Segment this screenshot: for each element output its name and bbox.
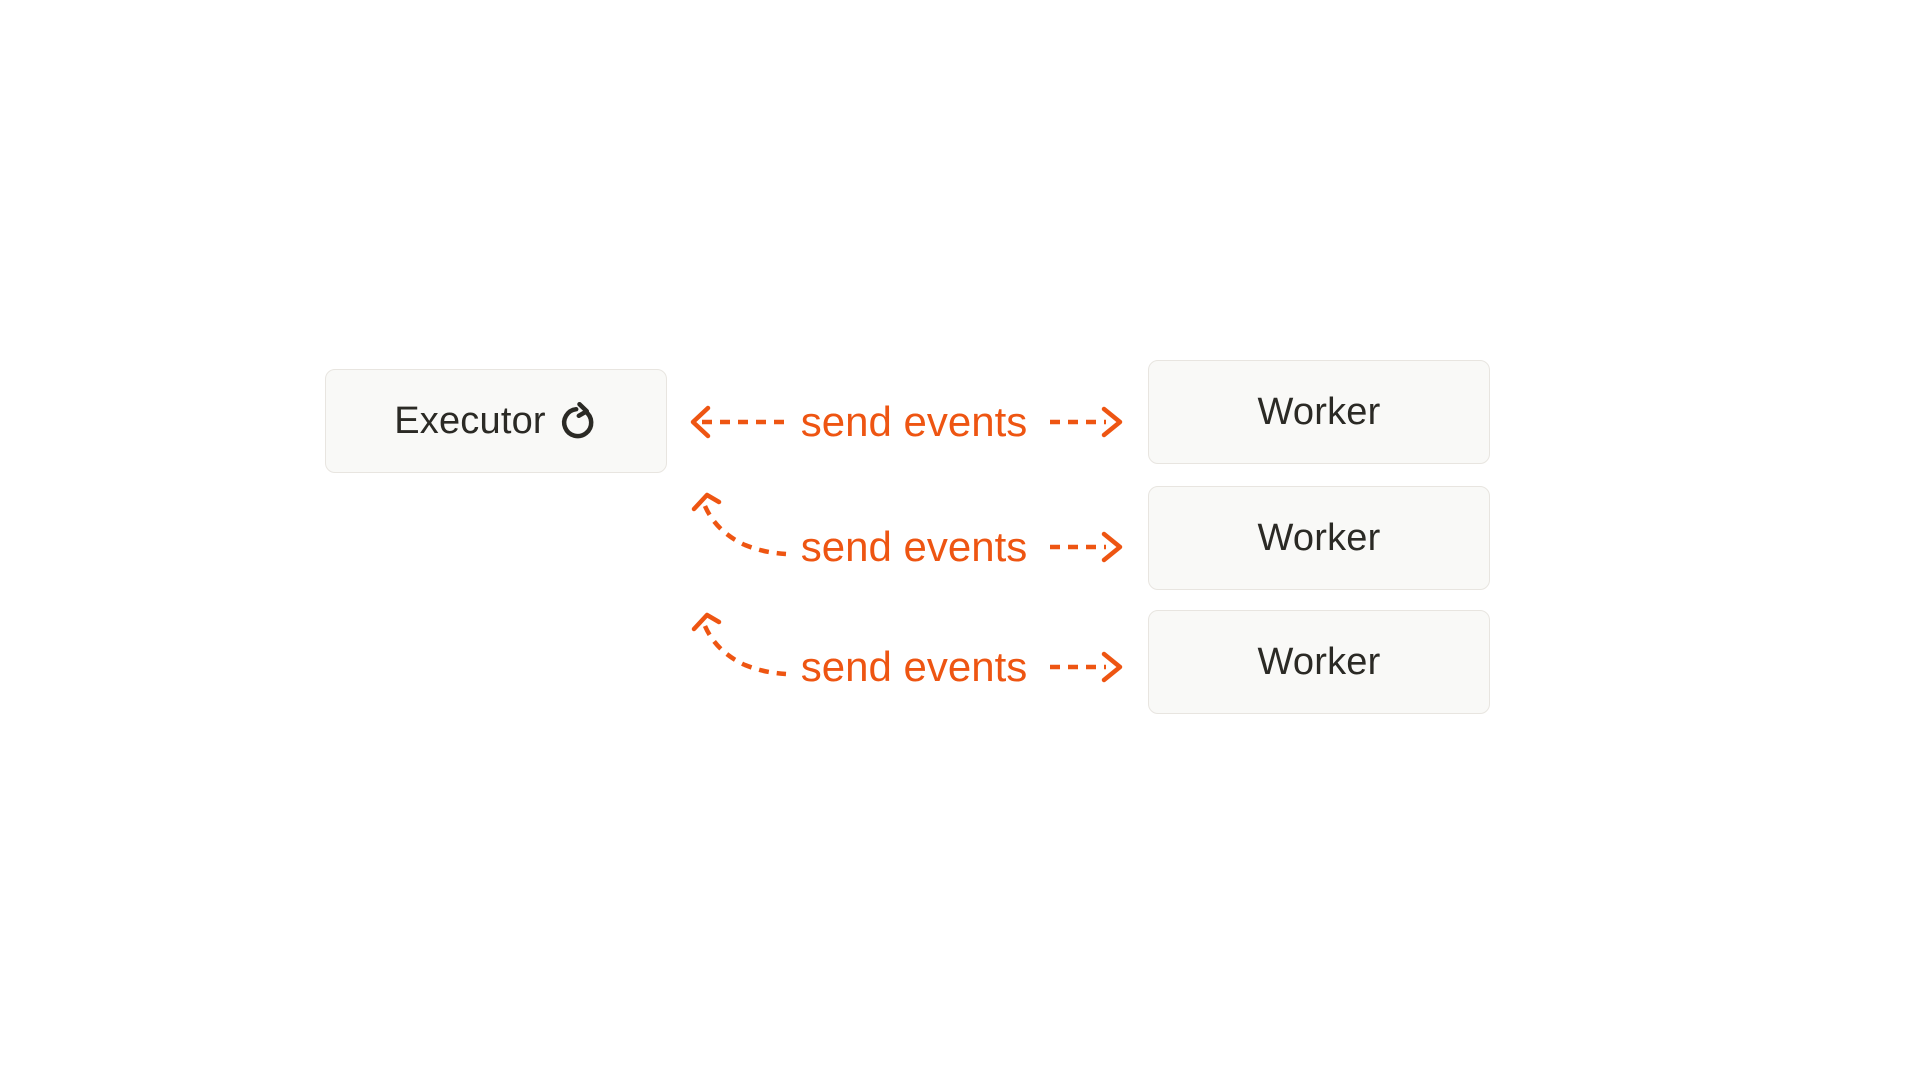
executor-label: Executor — [394, 399, 546, 442]
worker-label: Worker — [1257, 390, 1381, 433]
arrow-right-head-2 — [1050, 531, 1123, 563]
worker-label: Worker — [1257, 640, 1381, 683]
arrow-left-head-1 — [690, 405, 788, 439]
arrow-right-head-1 — [1050, 406, 1123, 438]
worker-node-1: Worker — [1148, 360, 1490, 464]
executor-node: Executor — [325, 369, 667, 473]
connection-label-2: send events — [800, 523, 1028, 570]
arrow-curved-head-3 — [691, 612, 787, 677]
connection-label-1: send events — [800, 398, 1028, 445]
connection-label-3: send events — [800, 643, 1028, 690]
arrow-curved-head-2 — [691, 492, 787, 557]
arrow-right-head-3 — [1050, 651, 1123, 683]
worker-node-2: Worker — [1148, 486, 1490, 590]
refresh-icon — [561, 401, 594, 439]
worker-node-3: Worker — [1148, 610, 1490, 714]
worker-label: Worker — [1257, 516, 1381, 559]
